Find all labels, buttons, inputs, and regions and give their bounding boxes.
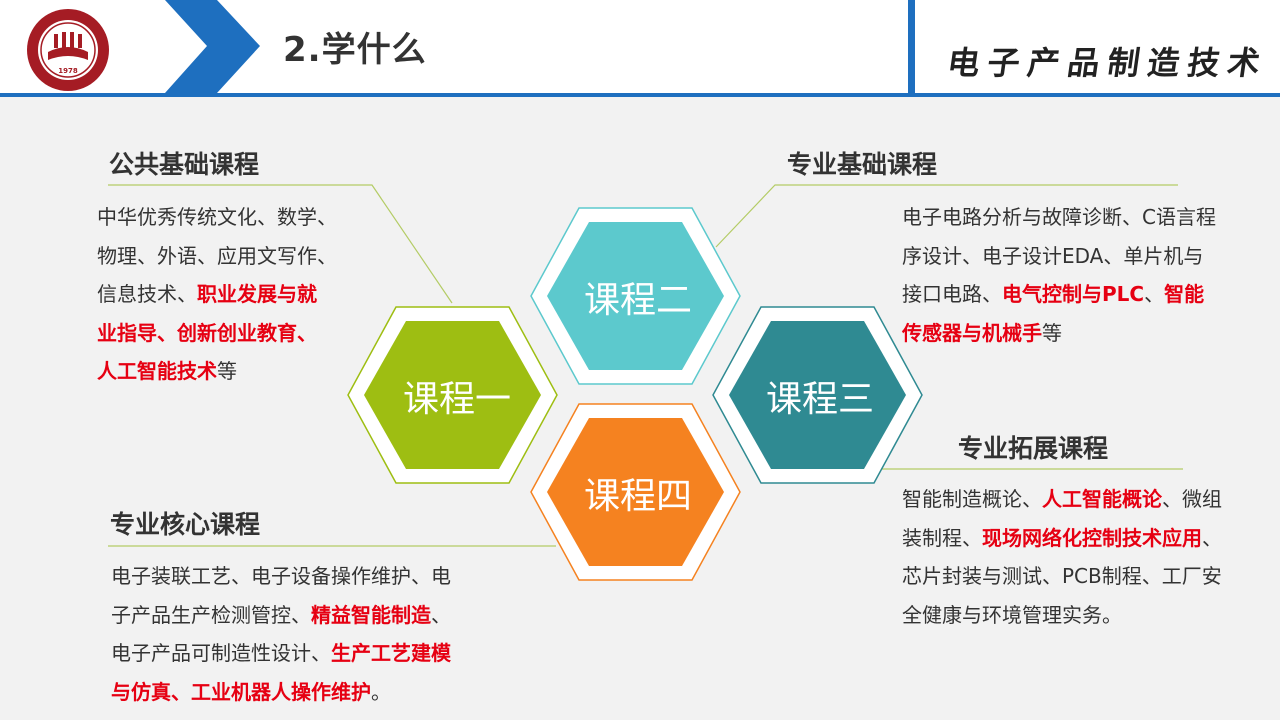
public-course-title: 公共基础课程: [109, 150, 260, 179]
connector-public: [108, 184, 453, 304]
desc-text: 、: [431, 602, 451, 627]
hexagon-course-1: [347, 306, 558, 484]
desc-text: 电子装联工艺、电子设备操作维护、电: [111, 564, 451, 588]
desc-line: 电子电路分析与故障诊断、C语言程: [902, 198, 1216, 237]
hexagon-2-label: 课程二: [583, 280, 692, 321]
desc-line: 序设计、电子设计EDA、单片机与: [902, 237, 1216, 276]
desc-line: 信息技术、职业发展与就: [97, 275, 337, 314]
desc-line: 芯片封装与测试、PCB制程、工厂安: [902, 557, 1222, 596]
desc-line: 中华优秀传统文化、数学、: [97, 198, 337, 237]
core-course-title: 专业核心课程: [110, 510, 261, 539]
desc-line: 电子产品可制造性设计、生产工艺建模: [111, 634, 451, 673]
hexagon-course-4: [530, 403, 741, 581]
basic-course-desc: 电子电路分析与故障诊断、C语言程序设计、电子设计EDA、单片机与接口电路、电气控…: [902, 198, 1216, 352]
svg-text:1978: 1978: [58, 67, 78, 75]
desc-line: 业指导、创新创业教育、: [97, 314, 337, 353]
desc-text: 中华优秀传统文化、数学、: [97, 205, 337, 229]
desc-text: 、微组: [1162, 487, 1222, 511]
desc-text: 物理、外语、应用文写作、: [97, 243, 337, 268]
desc-text: 接口电路、: [902, 282, 1002, 306]
hexagon-course-3: [712, 306, 923, 484]
desc-line: 装制程、现场网络化控制技术应用、: [902, 519, 1222, 558]
desc-text: 子产品生产检测管控、: [111, 602, 311, 627]
desc-line: 传感器与机械手等: [902, 314, 1216, 353]
desc-line: 电子装联工艺、电子设备操作维护、电: [111, 557, 451, 596]
desc-line: 与仿真、工业机器人操作维护。: [111, 673, 451, 712]
highlight-text: 生产工艺建模: [331, 641, 451, 665]
core-course-desc: 电子装联工艺、电子设备操作维护、电子产品生产检测管控、精益智能制造、电子产品可制…: [111, 557, 451, 711]
desc-text: 智能制造概论、: [902, 487, 1042, 511]
desc-line: 全健康与环境管理实务。: [902, 596, 1222, 635]
desc-text: 、: [1202, 525, 1222, 550]
desc-line: 接口电路、电气控制与PLC、智能: [902, 275, 1216, 314]
desc-text: 全健康与环境管理实务。: [902, 602, 1122, 627]
highlight-text: 人工智能技术: [97, 359, 217, 383]
header-divider: [908, 0, 915, 93]
connector-basic: [715, 184, 1178, 248]
desc-text: 装制程、: [902, 525, 982, 550]
highlight-text: 精益智能制造: [311, 602, 431, 627]
highlight-text: 与仿真、工业机器人操作维护: [111, 679, 371, 704]
public-course-desc: 中华优秀传统文化、数学、物理、外语、应用文写作、信息技术、职业发展与就业指导、创…: [97, 198, 337, 391]
hexagon-4-label: 课程四: [583, 476, 692, 517]
desc-text: 等: [217, 359, 237, 383]
desc-line: 人工智能技术等: [97, 352, 337, 391]
highlight-text: 现场网络化控制技术应用: [982, 525, 1202, 550]
desc-line: 物理、外语、应用文写作、: [97, 237, 337, 276]
chevron-arrow-icon: [165, 0, 260, 93]
desc-text: 等: [1042, 320, 1062, 345]
highlight-text: 人工智能概论: [1042, 487, 1162, 511]
desc-text: 电子电路分析与故障诊断、C语言程: [902, 205, 1216, 229]
hexagon-course-2: [530, 207, 741, 385]
desc-text: 、: [1144, 282, 1165, 306]
desc-line: 子产品生产检测管控、精益智能制造、: [111, 596, 451, 635]
section-title: 2.学什么: [283, 30, 427, 70]
extend-course-desc: 智能制造概论、人工智能概论、微组装制程、现场网络化控制技术应用、芯片封装与测试、…: [902, 480, 1222, 634]
desc-text: 芯片封装与测试、PCB制程、工厂安: [902, 564, 1222, 588]
desc-text: 信息技术、: [97, 282, 197, 306]
highlight-text: 电气控制与PLC: [1002, 282, 1145, 306]
basic-course-title: 专业基础课程: [787, 150, 938, 179]
desc-line: 智能制造概论、人工智能概论、微组: [902, 480, 1222, 519]
highlight-text: 智能: [1164, 282, 1205, 306]
highlight-text: 职业发展与就: [197, 282, 317, 306]
highlight-text: 业指导、创新创业教育、: [97, 320, 317, 345]
desc-text: 电子产品可制造性设计、: [111, 641, 331, 665]
desc-text: 。: [371, 679, 391, 704]
hexagon-3-label: 课程三: [765, 379, 874, 420]
header-underline: [0, 93, 1280, 97]
hexagon-1-label: 课程一: [402, 379, 511, 420]
extend-course-title: 专业拓展课程: [958, 434, 1109, 463]
school-logo: 1978: [27, 9, 109, 91]
highlight-text: 传感器与机械手: [902, 320, 1042, 345]
desc-text: 序设计、电子设计EDA、单片机与: [902, 243, 1204, 268]
